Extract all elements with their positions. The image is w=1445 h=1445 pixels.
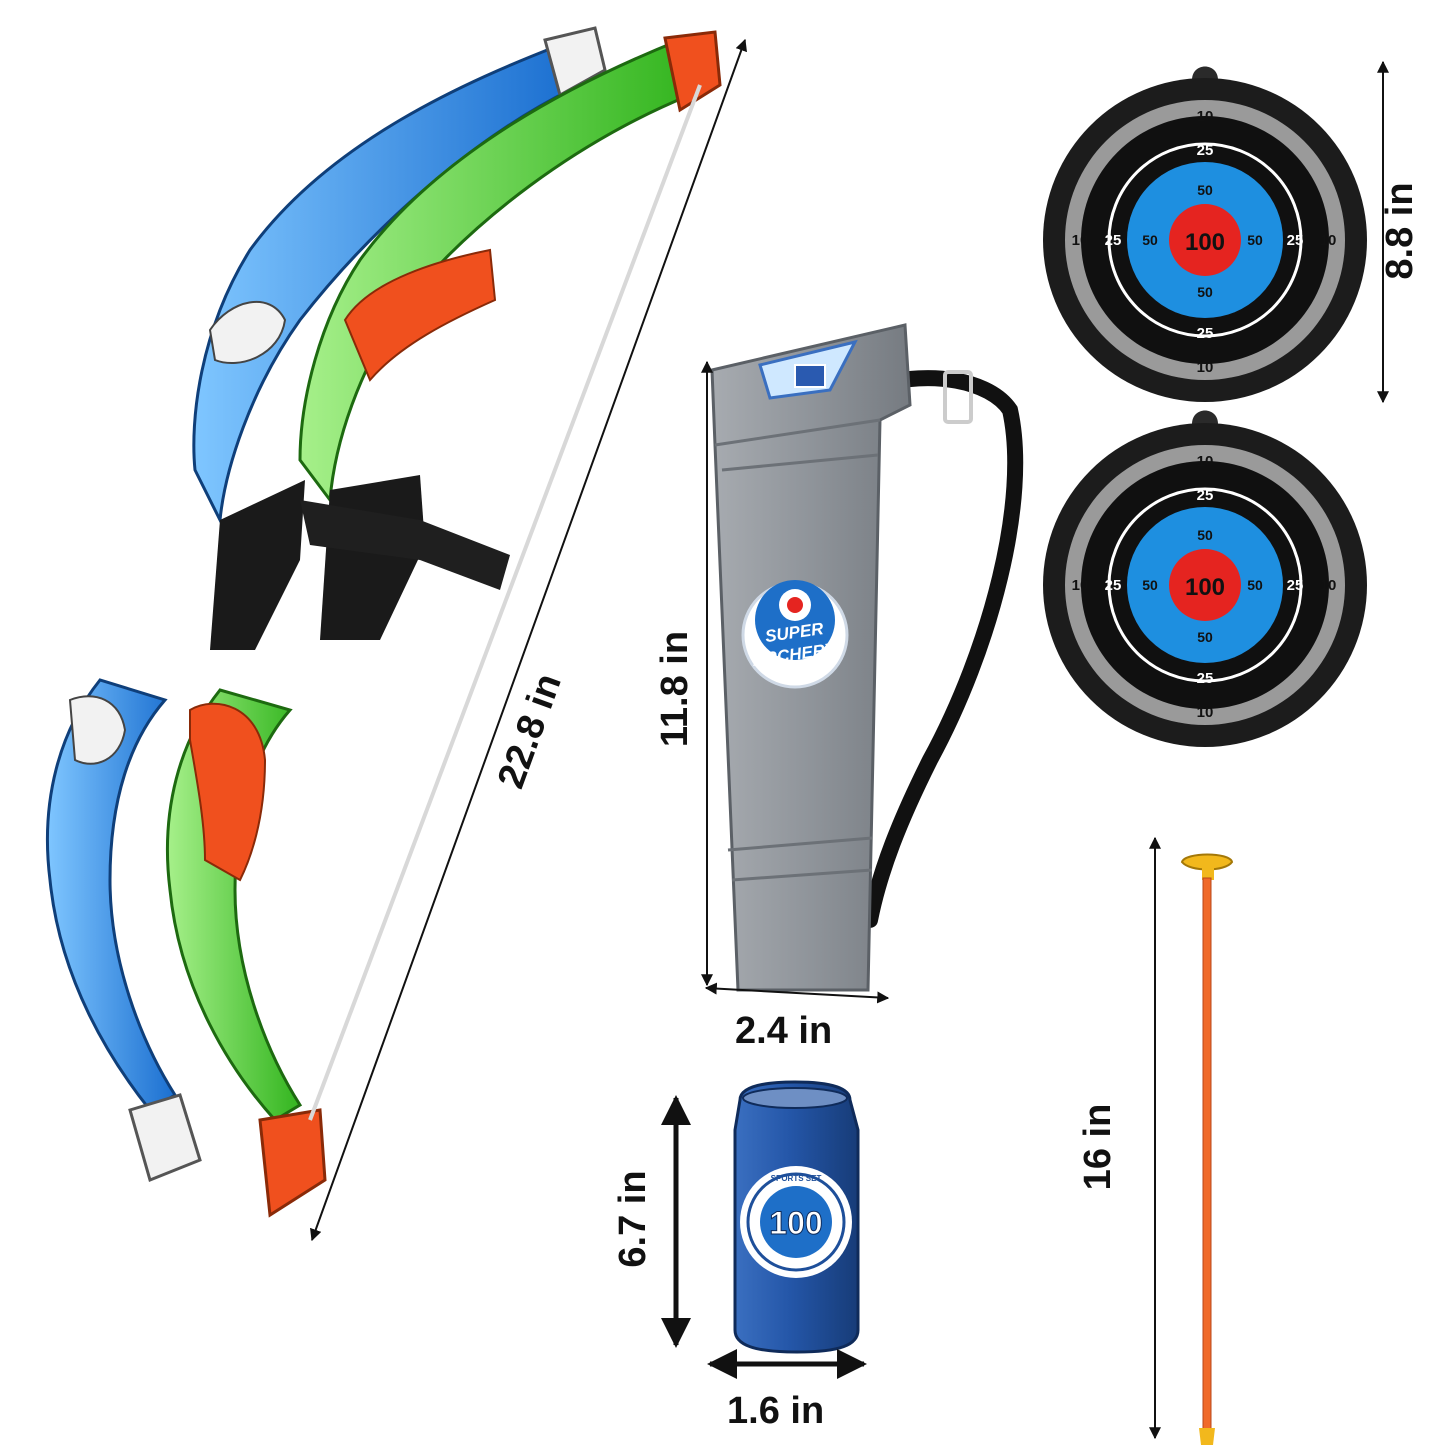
target-top-score-10-right: 10 xyxy=(1320,232,1337,249)
target-top-score-10-left: 10 xyxy=(1072,232,1089,249)
target-bottom-score-50-right: 50 xyxy=(1247,577,1263,593)
target-bottom-score-25-top: 25 xyxy=(1197,487,1214,504)
target-bottom-score-50-bottom: 50 xyxy=(1197,629,1213,645)
target-top-score-50-top: 50 xyxy=(1197,182,1213,198)
target-top-score-25-top: 25 xyxy=(1197,142,1214,159)
target-top-score-25-right: 25 xyxy=(1287,232,1304,249)
target-top-score-25-bottom: 25 xyxy=(1197,325,1214,342)
can-badge-value: 100 xyxy=(769,1205,822,1241)
target-top-score-10-bottom: 10 xyxy=(1197,359,1214,376)
target-diameter-label: 8.8 in xyxy=(1379,182,1421,280)
target-bottom-score-25-right: 25 xyxy=(1287,577,1304,594)
target-top-score-25-left: 25 xyxy=(1105,232,1122,249)
can: 100 SPORTS SET xyxy=(733,1080,860,1354)
target-bottom-score-50-top: 50 xyxy=(1197,527,1213,543)
target-top-score-50-right: 50 xyxy=(1247,232,1263,248)
suction-arrow xyxy=(1180,853,1234,1445)
arrow-length-label: 16 in xyxy=(1077,1103,1119,1191)
target-bottom-score-10-top: 10 xyxy=(1197,453,1214,470)
can-width-label: 1.6 in xyxy=(727,1390,825,1432)
can-badge-ring-text: SPORTS SET xyxy=(771,1174,822,1183)
quiver: SUPER ARCHERY xyxy=(710,323,1024,992)
quiver-strap xyxy=(862,370,1024,928)
quiver-height-label: 11.8 in xyxy=(654,630,696,748)
target-bottom-score-25-bottom: 25 xyxy=(1197,670,1214,687)
quiver-width-line xyxy=(704,982,890,1004)
can-height-label: 6.7 in xyxy=(612,1170,654,1268)
suction-cup xyxy=(1180,853,1234,871)
target-bottom-score-50-left: 50 xyxy=(1142,577,1158,593)
quiver-width-label: 2.4 in xyxy=(735,1010,833,1052)
target-bottom-score-25-left: 25 xyxy=(1105,577,1122,594)
target-top-score-50-bottom: 50 xyxy=(1197,284,1213,300)
target-top-score-50-left: 50 xyxy=(1142,232,1158,248)
target-top-score-10-top: 10 xyxy=(1197,108,1214,125)
target-bottom-score-100: 100 xyxy=(1185,574,1225,601)
target-bottom-score-10-bottom: 10 xyxy=(1197,704,1214,721)
target-top-score-100: 100 xyxy=(1185,229,1225,256)
target-bottom: 10 10 10 10 25 25 25 25 50 50 50 50 100 xyxy=(1043,410,1367,747)
target-bottom-score-10-left: 10 xyxy=(1072,577,1089,594)
bow-dimension-line xyxy=(310,38,747,1242)
target-top: 10 10 10 10 25 25 25 25 50 50 50 50 100 xyxy=(1043,66,1367,402)
target-bottom-score-10-right: 10 xyxy=(1320,577,1337,594)
